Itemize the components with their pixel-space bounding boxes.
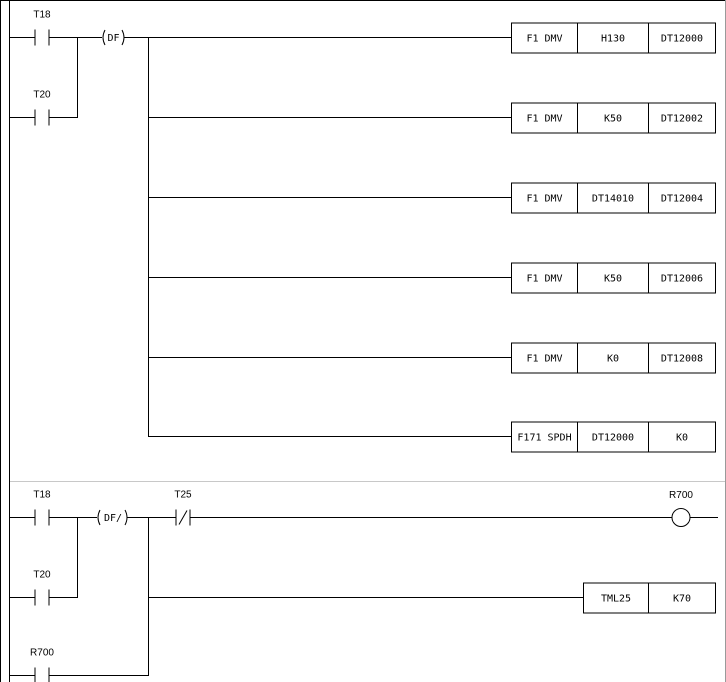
function-block-4-cell-text: DT12008 bbox=[661, 354, 703, 365]
function-block-5-cell-text: K0 bbox=[676, 433, 688, 444]
timer-block-cell-text: TML25 bbox=[601, 594, 631, 605]
function-block-2-cell-text: DT12004 bbox=[661, 194, 703, 205]
function-block-2-cell-text: F1 DMV bbox=[526, 194, 562, 205]
function-block-2-cell bbox=[511, 182, 578, 214]
function-block-2[interactable]: F1 DMV DT14010 DT12004 bbox=[511, 182, 716, 214]
function-block-0-cell-text: H130 bbox=[601, 34, 625, 45]
function-block-0-cell-text: DT12000 bbox=[661, 34, 703, 45]
contact-t18-b-label: T18 bbox=[33, 490, 51, 501]
function-block-3-cell bbox=[648, 262, 716, 294]
function-block-4-cell bbox=[648, 342, 716, 374]
function-block-0-cell-text: F1 DMV bbox=[526, 34, 562, 45]
contact-r700-label: R700 bbox=[30, 648, 54, 659]
function-block-3-cell bbox=[577, 262, 649, 294]
df-falling-instruction[interactable]: DF/ bbox=[97, 509, 128, 526]
coil-r700-label: R700 bbox=[669, 490, 693, 501]
df-instruction[interactable]: DF bbox=[102, 29, 125, 46]
contact-t20-label: T20 bbox=[33, 90, 51, 101]
function-block-4-cell-text: F1 DMV bbox=[526, 354, 562, 365]
function-block-5-cell-text: DT12000 bbox=[592, 433, 634, 444]
contact-t20-b[interactable]: T20 bbox=[33, 570, 51, 606]
contact-t25[interactable]: T25 bbox=[174, 490, 192, 526]
function-block-0[interactable]: F1 DMV H130 DT12000 bbox=[511, 22, 716, 54]
contact-t18-b[interactable]: T18 bbox=[33, 490, 51, 526]
timer-block-cell bbox=[648, 582, 716, 614]
timer-block[interactable]: TML25 K70 bbox=[583, 582, 716, 614]
function-block-5-cell bbox=[648, 421, 716, 453]
contact-t25-label: T25 bbox=[174, 490, 192, 501]
contact-t18[interactable]: T18 bbox=[33, 10, 51, 46]
timer-block-cell-text: K70 bbox=[673, 594, 691, 605]
df-left-paren bbox=[97, 509, 101, 526]
df-left-paren bbox=[102, 29, 106, 46]
df-falling-label: DF/ bbox=[104, 513, 122, 524]
function-block-4[interactable]: F1 DMV K0 DT12008 bbox=[511, 342, 716, 374]
df-right-paren bbox=[121, 29, 125, 46]
df-label: DF bbox=[107, 33, 119, 44]
function-block-2-cell-text: DT14010 bbox=[592, 194, 634, 205]
contact-nc-slash bbox=[178, 510, 188, 525]
coil-r700[interactable]: R700 bbox=[669, 490, 693, 527]
function-block-5[interactable]: F171 SPDH DT12000 K0 bbox=[511, 421, 716, 453]
function-block-0-cell bbox=[511, 22, 578, 54]
function-block-4-cell-text: K0 bbox=[607, 354, 619, 365]
function-block-3-cell-text: F1 DMV bbox=[526, 274, 562, 285]
function-block-1-cell-text: K50 bbox=[604, 114, 622, 125]
function-block-1-cell bbox=[511, 102, 578, 134]
function-block-4-cell bbox=[511, 342, 578, 374]
function-block-4-cell bbox=[577, 342, 649, 374]
function-block-5-cell bbox=[511, 421, 578, 453]
coil-circle bbox=[671, 508, 691, 527]
function-block-2-cell bbox=[648, 182, 716, 214]
function-block-1-cell bbox=[648, 102, 716, 134]
function-block-0-cell bbox=[648, 22, 716, 54]
function-block-1-cell-text: F1 DMV bbox=[526, 114, 562, 125]
function-block-3-cell-text: K50 bbox=[604, 274, 622, 285]
contact-t20-b-label: T20 bbox=[33, 570, 51, 581]
contact-r700[interactable]: R700 bbox=[30, 648, 54, 682]
function-block-3[interactable]: F1 DMV K50 DT12006 bbox=[511, 262, 716, 294]
function-block-5-cell-text: F171 SPDH bbox=[517, 433, 571, 444]
function-block-2-cell bbox=[577, 182, 649, 214]
function-block-3-cell-text: DT12006 bbox=[661, 274, 703, 285]
function-block-1-cell-text: DT12002 bbox=[661, 114, 703, 125]
contact-t20[interactable]: T20 bbox=[33, 90, 51, 126]
function-block-3-cell bbox=[511, 262, 578, 294]
contact-t18-label: T18 bbox=[33, 10, 51, 21]
df-right-paren bbox=[124, 509, 128, 526]
function-block-1[interactable]: F1 DMV K50 DT12002 bbox=[511, 102, 716, 134]
